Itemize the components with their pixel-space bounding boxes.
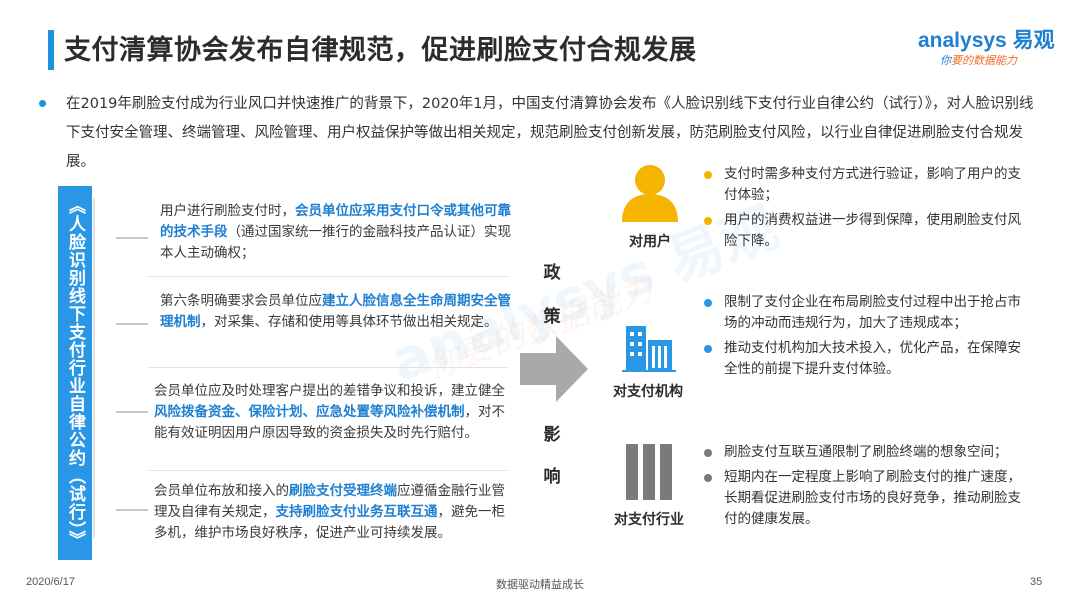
- clause-3: 会员单位应及时处理客户提出的差错争议和投诉，建立健全风险拨备资金、保险计划、应急…: [154, 381, 516, 444]
- analysys-logo: analysys 易观 你要的数据能力: [918, 30, 1058, 72]
- policy-label-char-4: 响: [543, 467, 561, 487]
- clause-separator: [148, 470, 508, 471]
- clause-4-highlight-2: 支持刷脸支付业务互联互通: [275, 504, 438, 520]
- clause-dash-1: [116, 237, 148, 239]
- clause-separator: [148, 367, 508, 368]
- footer-slogan: 数据驱动精益成长: [496, 578, 584, 591]
- clause-separator: [148, 276, 508, 277]
- title-accent-bar: [48, 30, 54, 70]
- clause-4-highlight: 刷脸支付受理终端: [289, 483, 397, 499]
- policy-label-char-3: 影: [543, 425, 561, 445]
- impact-label-institutions: 对支付机构: [613, 384, 683, 400]
- intro-paragraph: 在2019年刷脸支付成为行业风口并快速推广的背景下，2020年1月，中国支付清算…: [66, 96, 1034, 170]
- page-number: 35: [1030, 576, 1043, 588]
- impact-item: 推动支付机构加大技术投入，优化产品，在保障安全性的前提下提升支付体验。: [702, 338, 1022, 380]
- impact-item: 限制了支付企业在布局刷脸支付过程中出于抢占市场的冲动而违规行为，加大了违规成本；: [702, 292, 1022, 334]
- clause-dash-3: [116, 411, 148, 413]
- convention-title: 《人脸识别线下支付行业自律公约（试行）》: [65, 197, 85, 549]
- clause-2-highlight: 建立人脸信息全生命周期安全管理机制: [160, 293, 511, 330]
- clause-2: 第六条明确要求会员单位应建立人脸信息全生命周期安全管理机制，对采集、存储和使用等…: [160, 291, 516, 333]
- impact-label-industry: 对支付行业: [614, 512, 684, 528]
- clause-4-text-end: ，避免一柜多机，维护市场良好秩序，促进产业可持续发展。: [154, 504, 505, 541]
- clause-4: 会员单位布放和接入的刷脸支付受理终端应遵循金融行业管理及自律有关规定，支持刷脸支…: [154, 481, 516, 544]
- clause-4-text-mid: 应遵循金融行业管理及自律有关规定，: [154, 483, 505, 520]
- impact-list-users: 支付时需多种支付方式进行验证，影响了用户的支付体验； 用户的消费权益进一步得到保…: [702, 164, 1022, 256]
- convention-title-box: 《人脸识别线下支付行业自律公约（试行）》: [58, 186, 92, 560]
- clause-3-highlight: 风险拨备资金、保险计划、应急处置等风险补偿机制: [154, 404, 465, 420]
- impact-list-industry: 刷脸支付互联互通限制了刷脸终端的想象空间； 短期内在一定程度上影响了刷脸支付的推…: [702, 442, 1022, 534]
- user-icon: [622, 164, 678, 224]
- pillars-icon: [624, 444, 674, 500]
- right-arrow-icon: [520, 336, 588, 402]
- clause-3-text-end: ，对不能有效证明因用户原因导致的资金损失及时先行赔付。: [154, 404, 505, 441]
- building-icon: [622, 318, 676, 372]
- policy-label-char-1: 政: [543, 263, 561, 283]
- logo-brand: analysys 易观: [918, 30, 1058, 52]
- clause-connector: [92, 198, 142, 538]
- clause-dash-4: [116, 509, 148, 511]
- clause-1-highlight: 会员单位应采用支付口令或其他可靠的技术手段: [160, 203, 511, 240]
- impact-item: 刷脸支付互联互通限制了刷脸终端的想象空间；: [702, 442, 1022, 463]
- clause-1-text-end: （通过国家统一推行的金融科技产品认证）实现本人主动确权；: [160, 224, 511, 261]
- impact-item: 支付时需多种支付方式进行验证，影响了用户的支付体验；: [702, 164, 1022, 206]
- clause-2-text-end: ，对采集、存储和使用等具体环节做出相关规定。: [200, 314, 498, 330]
- footer-date: 2020/6/17: [26, 576, 75, 588]
- intro-bullet-icon: [39, 100, 46, 107]
- clause-2-text: 第六条明确要求会员单位应: [160, 293, 322, 309]
- clause-1: 用户进行刷脸支付时，会员单位应采用支付口令或其他可靠的技术手段（通过国家统一推行…: [160, 201, 516, 264]
- impact-label-users: 对用户: [629, 234, 671, 250]
- clause-3-text: 会员单位应及时处理客户提出的差错争议和投诉，建立健全: [154, 383, 505, 399]
- impact-item: 用户的消费权益进一步得到保障，使用刷脸支付风险下降。: [702, 210, 1022, 252]
- impact-item: 短期内在一定程度上影响了刷脸支付的推广速度，长期看促进刷脸支付市场的良好竞争，推…: [702, 467, 1022, 530]
- clause-4-text: 会员单位布放和接入的: [154, 483, 289, 499]
- logo-tagline-rest: 要的数据能力: [951, 54, 1017, 67]
- clause-dash-2: [116, 323, 148, 325]
- page-title: 支付清算协会发布自律规范，促进刷脸支付合规发展: [64, 35, 697, 66]
- logo-tagline-lead: 你: [940, 54, 951, 67]
- policy-label-char-2: 策: [543, 307, 561, 327]
- logo-tagline: 你要的数据能力: [940, 54, 1058, 68]
- logo-brand-en: analysys: [918, 29, 1007, 52]
- logo-brand-cn: 易观: [1012, 29, 1055, 52]
- impact-list-institutions: 限制了支付企业在布局刷脸支付过程中出于抢占市场的冲动而违规行为，加大了违规成本；…: [702, 292, 1022, 384]
- clause-1-text: 用户进行刷脸支付时，: [160, 203, 295, 219]
